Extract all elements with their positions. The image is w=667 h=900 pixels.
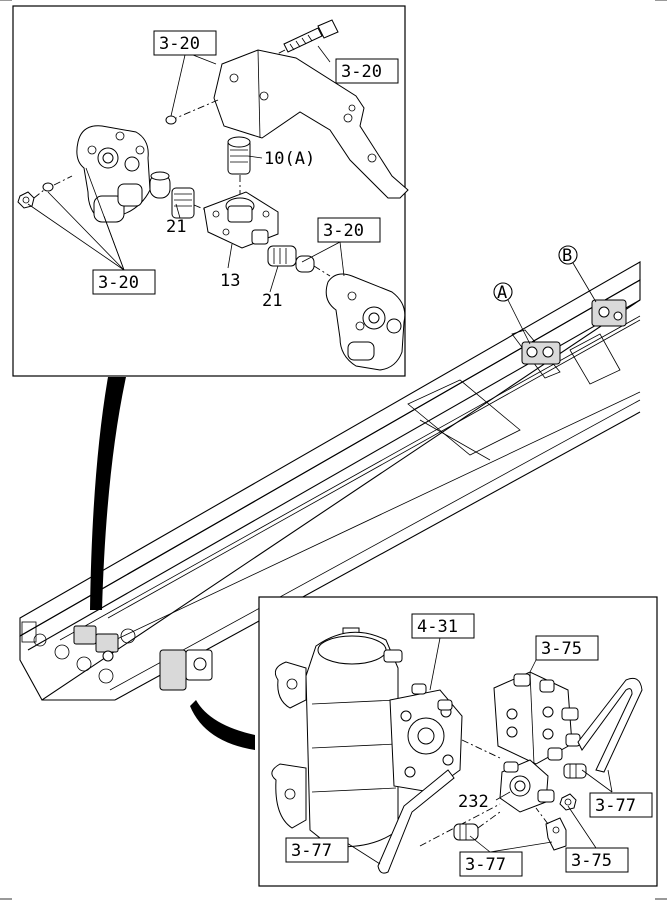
svg-text:B: B — [562, 246, 572, 266]
chassis-gearbox — [159, 649, 213, 691]
chassis-valve-b — [591, 299, 627, 327]
callout-valve-3-20: 3-20 — [323, 221, 364, 241]
callout-232: 232 — [458, 792, 489, 812]
chassis-valve-a — [521, 341, 561, 365]
chassis-frame — [19, 261, 641, 701]
callout-block-3-75: 3-75 — [541, 639, 582, 659]
valve-block — [493, 671, 581, 765]
callout-bolt-3-20: 3-20 — [341, 62, 382, 82]
pipe-right — [577, 677, 643, 773]
tee-fitting-232 — [499, 759, 555, 813]
relay-valve-right — [325, 273, 406, 371]
svg-text:A: A — [497, 283, 507, 303]
callout-pipe-3-77-right: 3-77 — [595, 796, 636, 816]
washer-lower — [42, 182, 54, 192]
connector-band-bottom — [190, 700, 255, 750]
callout-pipe-3-77-left: 3-77 — [291, 841, 332, 861]
callout-top-left-3-20: 3-20 — [159, 34, 200, 54]
nut — [17, 191, 35, 209]
callout-21-left: 21 — [166, 217, 186, 237]
callout-13: 13 — [220, 271, 240, 291]
steering-gear — [271, 627, 463, 848]
bolt — [283, 19, 339, 53]
connector-band-top — [90, 377, 126, 610]
pipe-left — [377, 769, 455, 874]
callout-fitting-3-77-bottom: 3-77 — [465, 855, 506, 875]
fitting-3-77-bottom — [453, 823, 479, 841]
marker-a: A — [493, 282, 531, 345]
callout-10a: 10(A) — [264, 149, 315, 169]
fitting-21-right — [267, 245, 315, 273]
marker-b: B — [558, 245, 597, 303]
washer-upper — [165, 115, 177, 125]
fitting-3-77-right — [563, 763, 587, 779]
valve-body-13 — [203, 191, 279, 249]
chassis-front-valves — [73, 625, 119, 662]
callout-bracket-3-20: 3-20 — [98, 273, 139, 293]
callout-21-right: 21 — [262, 291, 282, 311]
fitting-3-75-nut — [559, 793, 577, 811]
relay-valve-left — [76, 125, 151, 223]
callout-fitting-3-75-bottom: 3-75 — [571, 851, 612, 871]
callout-gear-4-31: 4-31 — [417, 617, 458, 637]
fitting-10a — [227, 136, 251, 175]
